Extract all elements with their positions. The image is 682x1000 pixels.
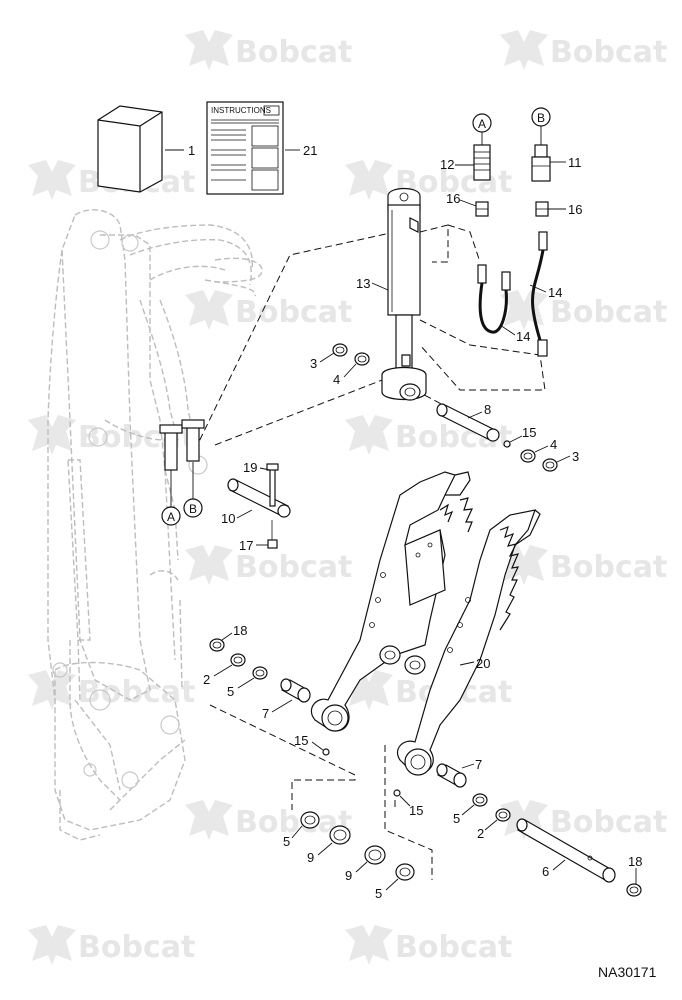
watermark-15: Bobcat — [28, 925, 195, 965]
watermark-text: Bobcat — [395, 930, 512, 965]
rings-bottom-center — [355, 845, 415, 891]
callout-3-right: 3 — [572, 449, 579, 464]
callout-3-left: 3 — [310, 356, 317, 371]
part-4-3-rings-right — [520, 445, 571, 472]
part-18-ring-right — [626, 868, 642, 897]
watermark-text: Bobcat — [550, 805, 667, 840]
part-16-adapters — [459, 199, 566, 217]
callout-15-upper: 15 — [522, 425, 536, 440]
part-8-pin — [436, 403, 500, 442]
callout-18-right: 18 — [628, 854, 642, 869]
arm-hose-fittings — [159, 419, 205, 471]
callout-15-right: 15 — [409, 803, 423, 818]
callout-19: 19 — [243, 460, 257, 475]
connector-b-top: B — [531, 107, 551, 145]
svg-text:A: A — [167, 510, 175, 524]
rings-left-cluster — [209, 632, 268, 689]
watermark-text: Bobcat — [550, 550, 667, 585]
watermark-5: Bobcat — [185, 290, 352, 330]
part-6-pin — [516, 818, 616, 883]
callout-5-bottom-left: 5 — [283, 834, 290, 849]
svg-text:B: B — [537, 111, 545, 125]
callout-14-left: 14 — [516, 329, 530, 344]
callout-13: 13 — [356, 276, 370, 291]
callout-16-left: 16 — [446, 191, 460, 206]
callout-9-bottom-left: 9 — [307, 850, 314, 865]
watermark-text: Bobcat — [550, 295, 667, 330]
callout-18-left: 18 — [233, 623, 247, 638]
rings-bottom-left — [291, 811, 351, 856]
callout-7-left: 7 — [262, 706, 269, 721]
watermark-text: Bobcat — [235, 35, 352, 70]
watermark-text: Bobcat — [550, 35, 667, 70]
callout-2-left: 2 — [203, 672, 210, 687]
part-17-nut — [256, 520, 278, 549]
part-15-grease-fitting-left — [311, 741, 330, 756]
instructions-title: INSTRUCTIONS — [211, 106, 271, 115]
assembly-leader-lines — [189, 224, 546, 880]
callout-6: 6 — [542, 864, 549, 879]
connector-b-bottom: B — [183, 462, 203, 518]
callout-8: 8 — [484, 402, 491, 417]
part-20-thumb — [310, 471, 541, 776]
part-1-kit-box — [97, 105, 184, 193]
callout-20: 20 — [476, 656, 490, 671]
callout-5-right: 5 — [453, 811, 460, 826]
watermark-13: Bobcat — [185, 800, 352, 840]
callout-4-right: 4 — [550, 437, 557, 452]
watermark-2: Bobcat — [500, 30, 667, 70]
part-14-hoses — [477, 231, 548, 357]
watermark-text: Bobcat — [235, 295, 352, 330]
watermark-14: Bobcat — [500, 800, 667, 840]
part-15-grease-fitting-right — [393, 789, 411, 807]
svg-text:B: B — [189, 502, 197, 516]
connector-a-top: A — [472, 113, 492, 145]
watermark-text: Bobcat — [78, 930, 195, 965]
callout-21: 21 — [303, 143, 317, 158]
connector-a-bottom: A — [161, 470, 181, 526]
callout-10: 10 — [221, 511, 235, 526]
callout-11: 11 — [568, 155, 582, 170]
callout-12: 12 — [440, 157, 454, 172]
part-15-grease-fitting-upper — [503, 435, 523, 448]
watermark-9: Bobcat — [185, 545, 352, 585]
callout-labels: 1 21 12 11 16 16 13 14 14 3 4 8 15 4 3 1… — [188, 143, 642, 901]
callout-15-left: 15 — [294, 733, 308, 748]
watermark-10: Bobcat — [500, 545, 667, 585]
callout-14-right: 14 — [548, 285, 562, 300]
callout-2-right: 2 — [477, 826, 484, 841]
part-7-bushing-left — [271, 678, 311, 713]
watermark-16: Bobcat — [345, 925, 512, 965]
callout-7-right: 7 — [475, 757, 482, 772]
callout-5-left: 5 — [227, 684, 234, 699]
callout-17: 17 — [239, 538, 253, 553]
callout-5-bottom-center: 5 — [375, 886, 382, 901]
part-11-coupler — [531, 144, 566, 182]
part-13-hydraulic-cylinder — [371, 187, 427, 401]
watermark-6: Bobcat — [500, 290, 667, 330]
callout-4-left: 4 — [333, 372, 340, 387]
rings-right-cluster — [461, 793, 511, 831]
part-19-bolt — [259, 463, 279, 507]
figure-code: NA30171 — [598, 964, 657, 980]
callout-9-bottom-center: 9 — [345, 868, 352, 883]
watermark-1: Bobcat — [185, 30, 352, 70]
svg-text:A: A — [478, 117, 486, 131]
part-10-pin — [227, 478, 291, 519]
part-3-4-rings-left — [319, 343, 370, 378]
part-21-instructions-sheet: INSTRUCTIONS — [206, 101, 300, 195]
part-7-bushing-right — [436, 763, 475, 788]
callout-1: 1 — [188, 143, 195, 158]
watermark-text: Bobcat — [235, 550, 352, 585]
callout-16-right: 16 — [568, 202, 582, 217]
